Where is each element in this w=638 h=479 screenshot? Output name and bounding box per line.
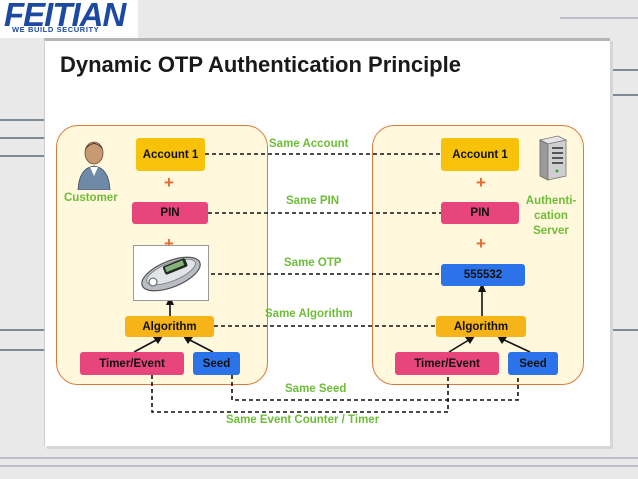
arrow-right-seed-to-algo bbox=[499, 337, 531, 353]
link-counter bbox=[151, 375, 449, 413]
slide-title: Dynamic OTP Authentication Principle bbox=[60, 52, 461, 77]
right-seed-box: Seed bbox=[508, 352, 558, 375]
label-same-account: Same Account bbox=[269, 138, 349, 150]
right-otp-value-box: 555532 bbox=[441, 264, 525, 286]
label-same-algorithm: Same Algorithm bbox=[265, 308, 353, 320]
right-account-box: Account 1 bbox=[441, 138, 519, 171]
label-same-seed: Same Seed bbox=[285, 383, 347, 395]
label-same-pin: Same PIN bbox=[286, 195, 340, 207]
server-tower-icon bbox=[538, 135, 568, 181]
otp-token-icon bbox=[141, 256, 201, 292]
left-algorithm-box: Algorithm bbox=[125, 316, 214, 337]
link-seed bbox=[231, 375, 519, 401]
left-account-box: Account 1 bbox=[136, 138, 205, 171]
feitian-logo: FEITIAN WE BUILD SECURITY bbox=[0, 0, 138, 38]
left-plus-1: + bbox=[164, 173, 174, 192]
customer-label: Customer bbox=[64, 192, 118, 204]
right-algorithm-box: Algorithm bbox=[436, 316, 526, 337]
left-plus-2: + bbox=[164, 234, 174, 253]
server-label: Authenti- cation Server bbox=[525, 195, 577, 237]
right-plus-1: + bbox=[476, 173, 486, 192]
label-same-otp: Same OTP bbox=[284, 257, 342, 269]
right-timer-event-box: Timer/Event bbox=[395, 352, 499, 375]
logo-tagline: WE BUILD SECURITY bbox=[12, 25, 100, 34]
left-seed-box: Seed bbox=[193, 352, 240, 375]
label-same-event-counter: Same Event Counter / Timer bbox=[226, 414, 380, 426]
left-timer-event-box: Timer/Event bbox=[80, 352, 184, 375]
customer-person-icon bbox=[77, 141, 111, 190]
left-pin-box: PIN bbox=[132, 202, 208, 224]
logo-main-text: FEITIAN bbox=[4, 0, 126, 33]
right-pin-box: PIN bbox=[441, 202, 519, 224]
right-plus-2: + bbox=[476, 234, 486, 253]
